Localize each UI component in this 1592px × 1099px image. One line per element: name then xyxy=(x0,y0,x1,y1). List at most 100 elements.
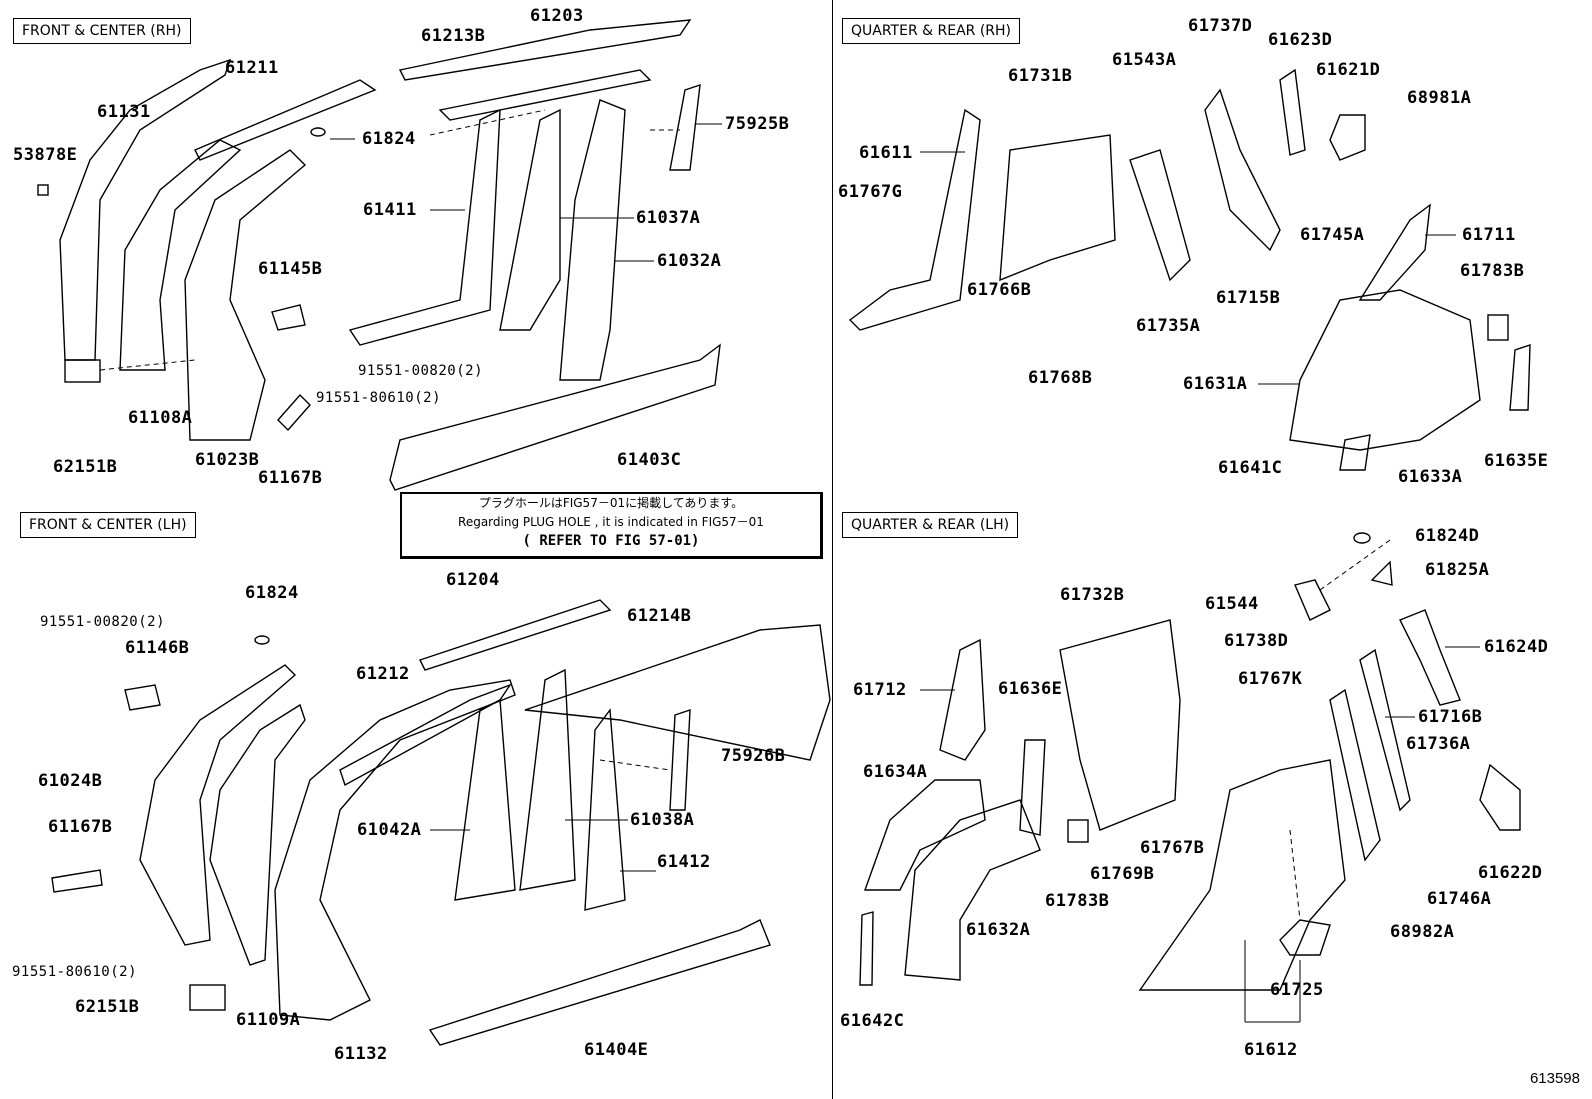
part-label[interactable]: 62151B xyxy=(75,997,140,1017)
part-61623D xyxy=(1279,68,1306,156)
part-label[interactable]: 61824 xyxy=(362,129,416,149)
part-label[interactable]: 61212 xyxy=(356,664,410,684)
part-label[interactable]: 61204 xyxy=(446,570,500,590)
part-label[interactable]: 61042A xyxy=(357,820,422,840)
part-label[interactable]: 61824 xyxy=(245,583,299,603)
part-label[interactable]: 61145B xyxy=(258,259,323,279)
part-61404E xyxy=(428,919,771,1046)
part-label[interactable]: 61131 xyxy=(97,102,151,122)
part-label[interactable]: 61731B xyxy=(1008,66,1073,86)
part-label[interactable]: 61611 xyxy=(859,143,913,163)
part-label[interactable]: 68981A xyxy=(1407,88,1472,108)
part-label[interactable]: 61783B xyxy=(1460,261,1525,281)
part-label[interactable]: 61636E xyxy=(998,679,1063,699)
part-label[interactable]: 61631A xyxy=(1183,374,1248,394)
part-61167B-lh xyxy=(51,869,103,893)
part-label[interactable]: 61543A xyxy=(1112,50,1177,70)
part-label[interactable]: 61824D xyxy=(1415,526,1480,546)
part-61024B xyxy=(139,664,297,946)
part-61403C xyxy=(389,343,721,491)
part-label[interactable]: 61737D xyxy=(1188,16,1253,36)
part-label[interactable]: 61635E xyxy=(1484,451,1549,471)
part-61109A xyxy=(209,703,306,966)
part-label[interactable]: 61211 xyxy=(225,58,279,78)
part-61212 xyxy=(339,683,512,787)
part-label[interactable]: 61146B xyxy=(125,638,190,658)
part-label[interactable]: 91551-80610(2) xyxy=(316,390,442,406)
part-label[interactable]: 61038A xyxy=(630,810,695,830)
part-61622D xyxy=(1479,763,1521,831)
part-label[interactable]: 61214B xyxy=(627,606,692,626)
part-61631A xyxy=(1289,289,1481,451)
part-label[interactable]: 91551-80610(2) xyxy=(12,964,138,980)
part-label[interactable]: 61634A xyxy=(863,762,928,782)
part-label[interactable]: 91551-00820(2) xyxy=(40,614,166,630)
part-label[interactable]: 61633A xyxy=(1398,467,1463,487)
part-label[interactable]: 61641C xyxy=(1218,458,1283,478)
part-label[interactable]: 61725 xyxy=(1270,980,1324,1000)
part-label[interactable]: 61767K xyxy=(1238,669,1303,689)
part-label[interactable]: 61716B xyxy=(1418,707,1483,727)
part-61642C xyxy=(859,911,874,986)
part-label[interactable]: 61544 xyxy=(1205,594,1259,614)
part-label[interactable]: 61745A xyxy=(1300,225,1365,245)
part-61146B xyxy=(124,684,161,711)
part-label[interactable]: 62151B xyxy=(53,457,118,477)
part-label[interactable]: 61167B xyxy=(258,468,323,488)
part-61038A xyxy=(519,668,576,891)
part-label[interactable]: 61767G xyxy=(838,182,903,202)
part-label[interactable]: 61711 xyxy=(1462,225,1516,245)
part-label[interactable]: 61612 xyxy=(1244,1040,1298,1060)
part-label[interactable]: 61632A xyxy=(966,920,1031,940)
part-label[interactable]: 61411 xyxy=(363,200,417,220)
note-refer-link[interactable]: ( REFER TO FIG 57-01) xyxy=(522,533,700,549)
part-53878E xyxy=(37,184,49,196)
part-label[interactable]: 61767B xyxy=(1140,838,1205,858)
part-label[interactable]: 61769B xyxy=(1090,864,1155,884)
part-label[interactable]: 61023B xyxy=(195,450,260,470)
part-61783B xyxy=(1487,314,1509,341)
part-label[interactable]: 61167B xyxy=(48,817,113,837)
part-label[interactable]: 61132 xyxy=(334,1044,388,1064)
part-label[interactable]: 61624D xyxy=(1484,637,1549,657)
part-label[interactable]: 61712 xyxy=(853,680,907,700)
part-61611 xyxy=(848,108,981,331)
part-label[interactable]: 75926B xyxy=(721,746,786,766)
part-label[interactable]: 61403C xyxy=(617,450,682,470)
part-label[interactable]: 68982A xyxy=(1390,922,1455,942)
part-label[interactable]: 61766B xyxy=(967,280,1032,300)
part-label[interactable]: 61203 xyxy=(530,6,584,26)
part-61824D xyxy=(1353,532,1371,544)
part-61731B xyxy=(999,134,1116,282)
part-label[interactable]: 61621D xyxy=(1316,60,1381,80)
part-label[interactable]: 91551-00820(2) xyxy=(358,363,484,379)
part-61211 xyxy=(194,79,377,161)
part-label[interactable]: 61736A xyxy=(1406,734,1471,754)
part-label[interactable]: 61109A xyxy=(236,1010,301,1030)
part-label[interactable]: 53878E xyxy=(13,145,78,165)
part-label[interactable]: 61768B xyxy=(1028,368,1093,388)
part-61145B xyxy=(271,304,306,331)
part-label[interactable]: 61642C xyxy=(840,1011,905,1031)
part-61825A xyxy=(1370,560,1393,586)
part-label[interactable]: 61622D xyxy=(1478,863,1543,883)
part-label[interactable]: 61037A xyxy=(636,208,701,228)
part-label[interactable]: 61732B xyxy=(1060,585,1125,605)
part-label[interactable]: 61108A xyxy=(128,408,193,428)
part-label[interactable]: 75925B xyxy=(725,114,790,134)
part-61636E xyxy=(1019,739,1046,836)
part-label[interactable]: 61623D xyxy=(1268,30,1333,50)
part-label[interactable]: 61735A xyxy=(1136,316,1201,336)
part-label[interactable]: 61783B xyxy=(1045,891,1110,911)
part-label[interactable]: 61825A xyxy=(1425,560,1490,580)
part-label[interactable]: 61024B xyxy=(38,771,103,791)
part-61203 xyxy=(438,69,652,121)
part-label[interactable]: 61032A xyxy=(657,251,722,271)
part-label[interactable]: 61746A xyxy=(1427,889,1492,909)
part-label[interactable]: 61404E xyxy=(584,1040,649,1060)
part-label[interactable]: 61738D xyxy=(1224,631,1289,651)
part-label[interactable]: 61213B xyxy=(421,26,486,46)
part-label[interactable]: 61715B xyxy=(1216,288,1281,308)
part-label[interactable]: 61412 xyxy=(657,852,711,872)
part-61634A xyxy=(864,779,986,891)
